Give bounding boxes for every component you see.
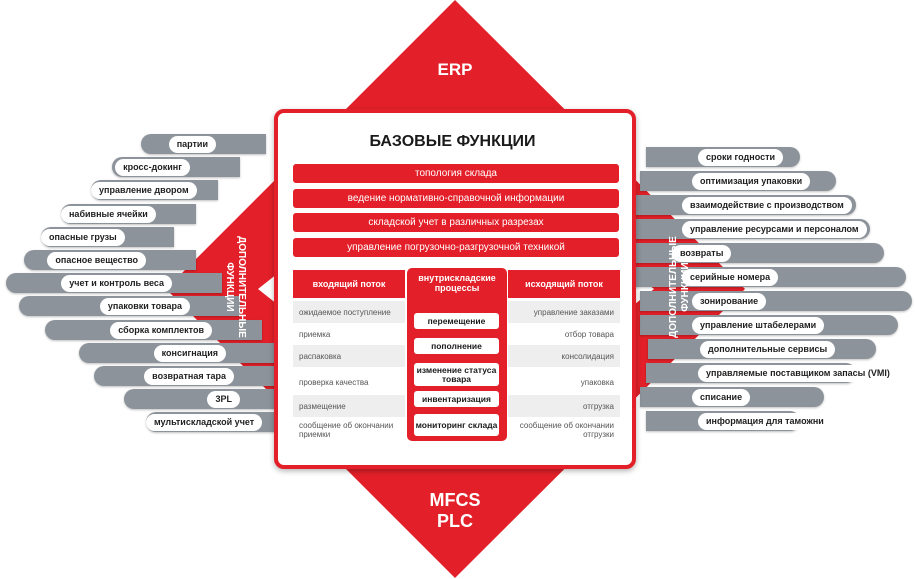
right-function-label: управление штабелерами [692, 317, 825, 334]
left-function-label: 3PL [207, 391, 240, 409]
left-function-pill: кросс-докинг [112, 157, 240, 178]
outbound-item: упаковка [580, 377, 614, 387]
right-function-label: взаимодействие с производством [682, 197, 852, 214]
outbound-item: отгрузка [508, 395, 620, 417]
outbound-item: отбор товара [564, 329, 614, 339]
left-function-pill: опасные грузы [41, 226, 174, 247]
right-function-label: серийные номера [682, 269, 779, 286]
left-function-label: набивные ячейки [61, 205, 156, 223]
inbound-header: входящий поток [293, 270, 405, 298]
outbound-item: управление заказами [508, 301, 620, 323]
left-function-label: консигнация [153, 344, 226, 362]
right-function-label: управляемые поставщиком запасы (VMI) [698, 365, 898, 382]
left-function-pill: управление двором [91, 180, 218, 201]
left-function-pill: учет и контроль веса [6, 273, 222, 294]
right-function-label: возвраты [672, 245, 732, 262]
left-function-label: сборка комплектов [110, 321, 212, 339]
right-function-label: зонирование [692, 293, 767, 310]
left-function-label: кросс-докинг [115, 159, 190, 177]
internal-item: инвентаризация [414, 391, 499, 407]
base-function-bar: управление погрузочно-разгрузочной техни… [293, 238, 619, 257]
left-function-pill: консигнация [79, 342, 276, 363]
left-function-label: мультискладской учет [146, 414, 263, 432]
plc-label: PLC [437, 511, 473, 531]
right-function-pill: взаимодействие с производством [630, 195, 856, 215]
inbound-item: проверка качества [299, 377, 369, 387]
left-function-label: опасные грузы [41, 228, 125, 246]
internal-item: пополнение [414, 338, 499, 354]
left-function-pill: набивные ячейки [61, 203, 196, 224]
right-function-pill: управляемые поставщиком запасы (VMI) [646, 363, 898, 383]
left-function-pill: мультискладской учет [146, 412, 298, 433]
right-function-pill: сроки годности [646, 147, 800, 167]
left-function-pill: упаковки товара [19, 296, 240, 317]
right-function-pill: возвраты [620, 243, 884, 263]
left-function-label: упаковки товара [99, 298, 190, 316]
internal-item: мониторинг склада [414, 414, 499, 436]
left-function-pill: возвратная тара [94, 366, 284, 386]
inbound-item: приемка [299, 329, 331, 339]
right-function-pill: зонирование [640, 291, 912, 311]
left-function-pill: опасное вещество [24, 250, 196, 270]
left-function-pill: партии [141, 134, 266, 154]
right-function-label: списание [692, 389, 751, 406]
right-function-pill: управление штабелерами [640, 315, 898, 335]
internal-processes-title: внутрискладские процессы [418, 273, 496, 293]
right-function-pill: дополнительные сервисы [648, 339, 876, 359]
left-function-label: управление двором [91, 182, 197, 200]
right-function-label: управление ресурсами и персоналом [682, 221, 867, 238]
mfcs-label: MFCS [429, 490, 481, 510]
outbound-item: сообщение об окончании отгрузки [519, 421, 614, 439]
right-function-label: оптимизация упаковки [692, 173, 811, 190]
right-function-label: сроки годности [698, 149, 784, 166]
left-function-pill: 3PL [124, 389, 290, 410]
inbound-item: сообщение об окончании приемки [299, 421, 394, 439]
right-function-pill: списание [640, 387, 824, 407]
outbound-header: исходящий поток [508, 270, 620, 298]
erp-label: ERP [437, 60, 473, 79]
left-function-label: учет и контроль веса [61, 275, 172, 293]
left-function-pill: сборка комплектов [45, 319, 262, 340]
base-function-bar: топология склада [293, 164, 619, 183]
right-function-label: дополнительные сервисы [700, 341, 836, 358]
internal-item: перемещение [414, 313, 499, 329]
left-function-label: опасное вещество [47, 252, 146, 269]
base-functions-title: БАЗОВЫЕ ФУНКЦИИ [369, 133, 536, 150]
left-function-label: возвратная тара [144, 368, 234, 385]
right-function-pill: информация для таможни [646, 411, 832, 431]
inbound-item: размещение [293, 395, 405, 417]
base-function-bar: складской учет в различных разрезах [293, 213, 619, 232]
base-function-bar: ведение нормативно-справочной информации [293, 189, 619, 208]
inbound-item: ожидаемое поступление [293, 301, 405, 323]
right-function-label: информация для таможни [698, 413, 832, 430]
left-function-label: партии [168, 136, 216, 153]
internal-item: изменение статуса товара [414, 363, 499, 386]
internal-processes-column [407, 268, 507, 441]
right-function-pill: серийные номера [630, 267, 906, 287]
outbound-item: консолидация [508, 345, 620, 367]
right-function-pill: оптимизация упаковки [640, 171, 836, 191]
right-function-pill: управление ресурсами и персоналом [630, 219, 870, 239]
inbound-item: распаковка [293, 345, 405, 367]
